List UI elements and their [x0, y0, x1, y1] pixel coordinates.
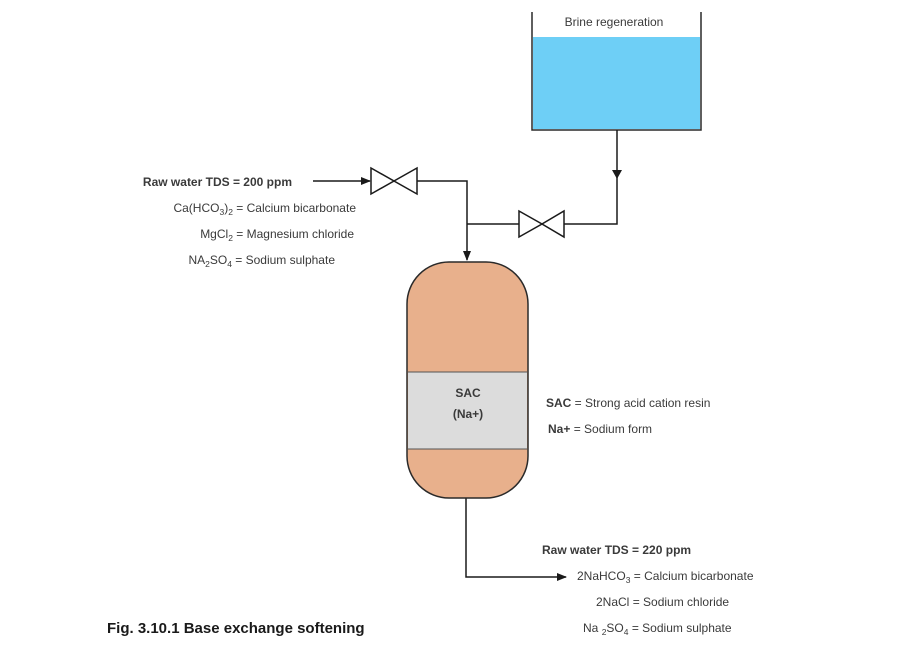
legend-sac: SAC = Strong acid cation resin	[546, 396, 710, 410]
resin-legend: SAC = Strong acid cation resin Na+ = Sod…	[546, 396, 710, 436]
resin-bed	[408, 372, 527, 449]
brine-valve[interactable]	[518, 209, 565, 239]
outlet-pipe-arrow	[465, 498, 567, 581]
inlet-line-calcium: Ca(HCO3)2 = Calcium bicarbonate	[173, 201, 356, 217]
inlet-tds-label: Raw water TDS = 200 ppm	[143, 175, 292, 189]
brine-pipe-to-valve	[564, 170, 618, 225]
feed-pipe-to-vessel	[417, 180, 471, 261]
inlet-composition: Raw water TDS = 200 ppm Ca(HCO3)2 = Calc…	[143, 175, 356, 269]
figure-caption: Fig. 3.10.1 Base exchange softening	[107, 620, 365, 637]
outlet-line-chloride: 2NaCl = Sodium chloride	[596, 595, 729, 609]
outlet-tds-label: Raw water TDS = 220 ppm	[542, 543, 691, 557]
softener-vessel: SAC (Na+)	[406, 261, 529, 499]
tank-label: Brine regeneration	[565, 15, 664, 29]
inlet-valve[interactable]	[370, 166, 418, 196]
inlet-line-magnesium: MgCl2 = Magnesium chloride	[200, 227, 354, 243]
resin-label-sac: SAC	[455, 386, 481, 400]
piping	[313, 130, 622, 581]
outlet-line-sulphate: Na 2SO4 = Sodium sulphate	[583, 621, 732, 637]
outlet-composition: Raw water TDS = 220 ppm 2NaHCO3 = Calciu…	[542, 543, 754, 637]
brine-tank: Brine regeneration	[531, 12, 702, 131]
resin-label-na: (Na+)	[453, 407, 483, 421]
brine-liquid	[533, 37, 700, 129]
inlet-line-sulphate: NA2SO4 = Sodium sulphate	[188, 253, 335, 269]
outlet-line-bicarbonate: 2NaHCO3 = Calcium bicarbonate	[577, 569, 754, 585]
legend-na: Na+ = Sodium form	[548, 422, 652, 436]
brine-down-arrowhead	[612, 170, 622, 179]
